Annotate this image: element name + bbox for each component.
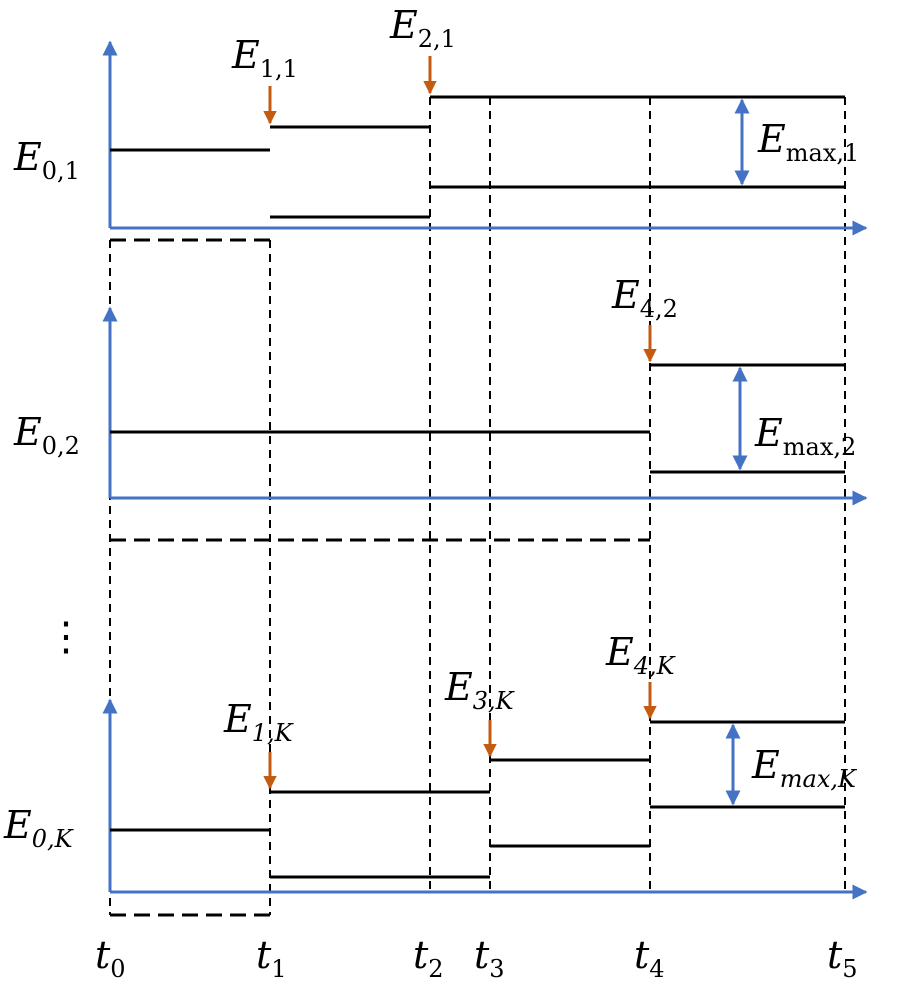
time-label-t3: t3 bbox=[474, 933, 505, 982]
panel1-marker-label: E1,1 bbox=[231, 33, 298, 83]
time-label-t2: t2 bbox=[413, 933, 444, 982]
panel1-range-label: Emax,1 bbox=[757, 117, 859, 167]
panel-k: E0,K E1,K E3,K E4,K Emax,K bbox=[3, 630, 868, 917]
panel1-marker-label: E2,1 bbox=[389, 3, 456, 53]
panelk-marker-label: E3,K bbox=[444, 665, 516, 715]
panel1-y-label: E0,1 bbox=[13, 135, 80, 185]
panelk-marker-label: E4,K bbox=[605, 630, 677, 680]
panelk-range-label: Emax,K bbox=[751, 743, 858, 793]
panel2-y-label: E0,2 bbox=[13, 410, 80, 460]
time-label-t0: t0 bbox=[95, 933, 126, 982]
time-labels: t0 t1 t2 t3 t4 t5 bbox=[95, 933, 858, 982]
vertical-ellipsis: ⋮ bbox=[46, 614, 86, 660]
panelk-marker-label: E1,K bbox=[223, 697, 295, 747]
time-label-t4: t4 bbox=[634, 933, 665, 982]
time-label-t1: t1 bbox=[256, 933, 287, 982]
panel2-range-label: Emax,2 bbox=[754, 411, 856, 461]
panelk-y-label: E0,K bbox=[3, 803, 75, 853]
panel-2: E0,2 E4,2 Emax,2 bbox=[13, 273, 868, 542]
time-label-t5: t5 bbox=[827, 933, 858, 982]
panel2-marker-label: E4,2 bbox=[611, 273, 678, 323]
panel-1: E0,1 E1,1 E2,1 Emax,1 bbox=[13, 3, 868, 242]
